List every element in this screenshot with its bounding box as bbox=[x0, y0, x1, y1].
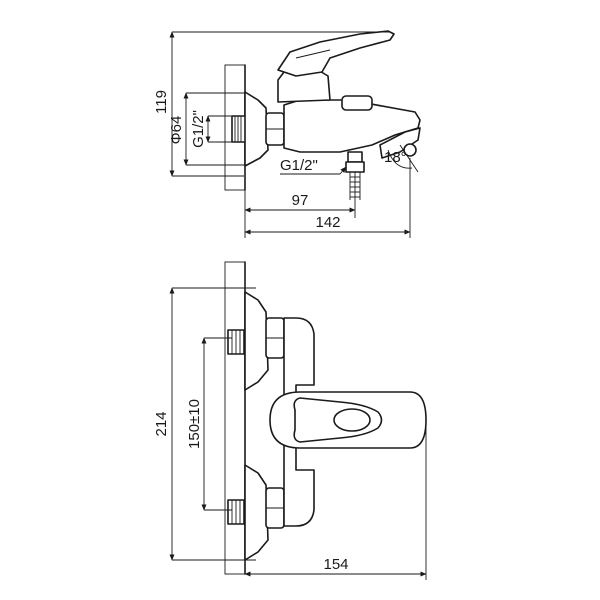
dim-150-label: 150±10 bbox=[186, 399, 203, 449]
dim-angle-label: 18° bbox=[384, 149, 407, 166]
wall-hatch-front bbox=[224, 261, 246, 575]
inlet-upper-front bbox=[227, 291, 285, 391]
dim-thread-outlet-label: G1/2" bbox=[280, 157, 318, 174]
dim-154-label: 154 bbox=[323, 556, 348, 573]
mixer-body-front bbox=[283, 317, 315, 527]
dim-diameter-label: Φ64 bbox=[168, 116, 185, 145]
front-view: 214 150±10 154 bbox=[153, 261, 427, 580]
dim-142-label: 142 bbox=[315, 214, 340, 231]
diverter-knob-top bbox=[341, 95, 373, 111]
dim-214-label: 214 bbox=[153, 411, 170, 436]
lever-handle-top bbox=[277, 30, 395, 77]
dim-119-label: 119 bbox=[153, 90, 170, 114]
inlet-lower-front bbox=[227, 464, 285, 561]
side-view: 119 Φ64 G1/2" G1/2" 18° 97 142 bbox=[153, 30, 421, 238]
wall-connector-top bbox=[231, 115, 247, 143]
spout-top bbox=[379, 127, 421, 159]
dim-97-label: 97 bbox=[292, 192, 309, 209]
dim-thread-wall-label: G1/2" bbox=[190, 110, 207, 148]
escutcheon-top bbox=[244, 91, 269, 167]
